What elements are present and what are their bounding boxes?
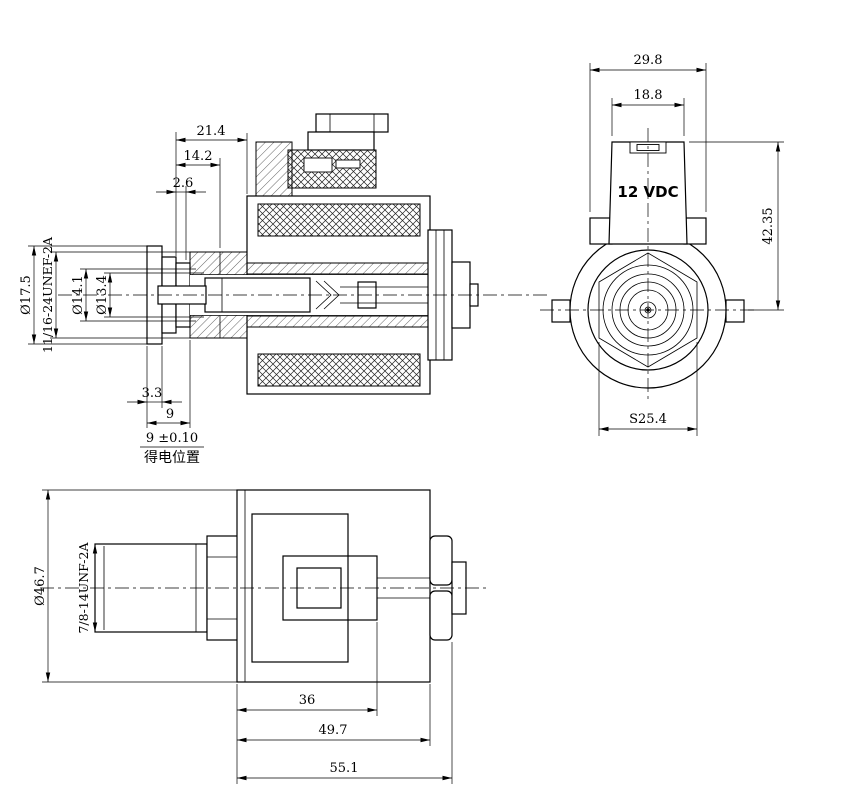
coil-winding-top [257, 203, 421, 237]
section-geometry [58, 113, 548, 395]
mount-tab-left [551, 299, 571, 323]
dim-18-8: 18.8 [634, 88, 663, 103]
front-view: 12 VDC 29.8 18.8 4 [540, 53, 784, 436]
section-view: 21.4 14.2 2.6 Ø17.5 11/16-24UNEF-2A Ø14.… [19, 113, 548, 466]
dim-9-tolerance: 9 ±0.10 [146, 431, 198, 446]
dim-14-2: 14.2 [184, 149, 213, 164]
solenoid-body [236, 489, 431, 683]
dim-49-7: 49.7 [319, 723, 348, 738]
side-view: Ø46.7 7/8-14UNF-2A 36 49.7 55.1 [33, 489, 486, 784]
dim-55-1: 55.1 [330, 761, 359, 776]
side-geometry [40, 489, 486, 683]
end-hex-bottom [429, 590, 453, 641]
front-geometry: 12 VDC [540, 128, 758, 402]
dim-36: 36 [299, 693, 316, 708]
dim-42-35: 42.35 [761, 207, 776, 244]
dim-dia-17-5: Ø17.5 [19, 275, 34, 315]
dim-thread-unef: 11/16-24UNEF-2A [40, 236, 55, 353]
dim-dia-46-7: Ø46.7 [33, 566, 48, 606]
dim-29-8: 29.8 [634, 53, 663, 68]
mount-tab-right [725, 299, 745, 323]
end-hex-top [429, 535, 453, 586]
dim-thread-unf: 7/8-14UNF-2A [76, 542, 91, 634]
dim-9: 9 [166, 407, 174, 422]
dim-2-6: 2.6 [173, 176, 194, 191]
dim-s25-4: S25.4 [629, 412, 667, 427]
dim-dia-14-1: Ø14.1 [71, 275, 86, 315]
front-dimensions: 29.8 18.8 42.35 S25.4 [589, 53, 784, 436]
coil-winding-bottom [257, 353, 421, 387]
dim-dia-13-4: Ø13.4 [95, 275, 110, 315]
connector-section [255, 113, 389, 197]
dim-21-4: 21.4 [197, 124, 226, 139]
dim-3-3: 3.3 [142, 386, 163, 401]
note-energized-position: 得电位置 [144, 449, 200, 466]
side-dimensions: Ø46.7 7/8-14UNF-2A 36 49.7 55.1 [33, 489, 453, 784]
section-dimensions: 21.4 14.2 2.6 Ø17.5 11/16-24UNEF-2A Ø14.… [19, 124, 248, 466]
